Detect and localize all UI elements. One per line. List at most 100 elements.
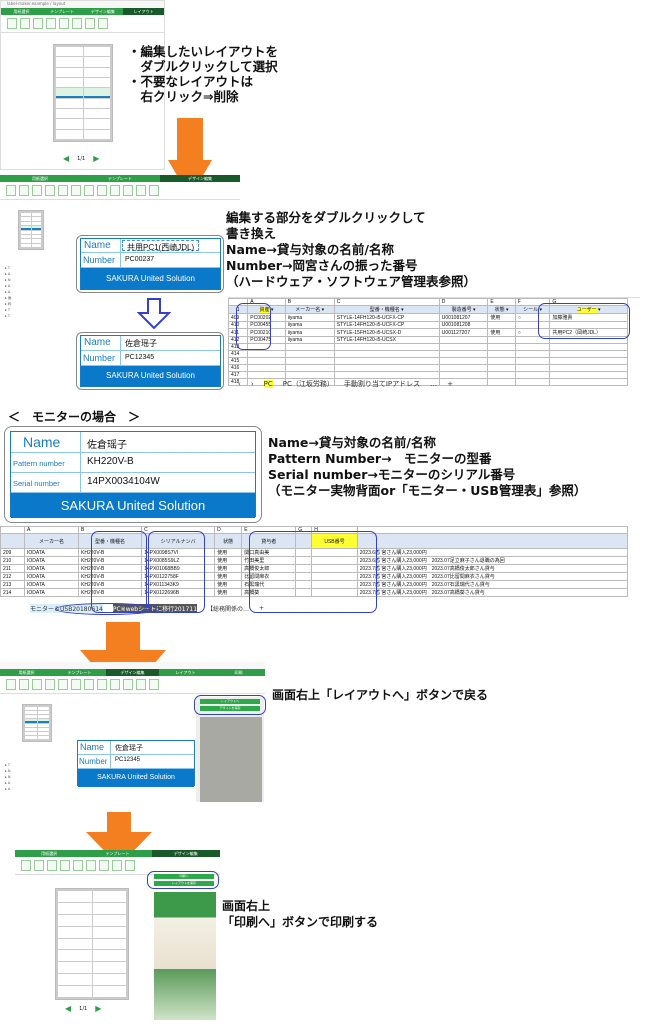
tool-icon[interactable] (86, 860, 96, 871)
tool-icon[interactable] (110, 679, 120, 690)
tool-icon[interactable] (20, 18, 30, 29)
tool-icon[interactable] (45, 679, 55, 690)
tool-icon[interactable] (46, 18, 56, 29)
tool-icon[interactable] (32, 185, 42, 196)
save-design-button[interactable]: デザインを保存 (200, 706, 260, 711)
nav-step[interactable]: テンプレート (108, 176, 132, 181)
tool-icon[interactable] (97, 679, 107, 690)
next-page-icon[interactable]: ▶ (95, 1004, 102, 1013)
name-value[interactable]: 共用PC1(西崎JDL) (122, 240, 200, 252)
tool-icon[interactable] (6, 679, 16, 690)
tool-icon[interactable] (97, 185, 107, 196)
name-value[interactable]: 佐倉瑶子 (115, 745, 143, 752)
sheet-tab[interactable]: + (259, 605, 265, 612)
tool-icon[interactable] (58, 679, 68, 690)
pattern-value[interactable]: KH220V-B (87, 456, 134, 467)
column-header[interactable]: 型番・機種名 ▾ (333, 305, 440, 314)
tool-icon[interactable] (7, 18, 17, 29)
nav-step[interactable]: 用紙選択 (13, 9, 30, 14)
prev-page-icon[interactable]: ◀ (65, 1004, 72, 1013)
label-sheet[interactable] (55, 888, 129, 1000)
tool-icon[interactable] (33, 18, 43, 29)
nav-step[interactable]: 用紙選択 (32, 176, 48, 181)
tool-icon[interactable] (19, 679, 29, 690)
tool-icon[interactable] (125, 860, 135, 871)
sheet-tab[interactable]: PC (263, 380, 273, 388)
column-header[interactable]: メーカー名 (24, 533, 80, 549)
nav-step[interactable]: テンプレート (67, 670, 92, 675)
column-header[interactable]: 状態 ▾ (487, 305, 516, 314)
nav-step-current[interactable]: デザイン編集 (151, 850, 220, 857)
nav-step-current[interactable]: デザイン編集 (106, 669, 159, 676)
tool-icon[interactable] (59, 18, 69, 29)
tool-icon[interactable] (84, 679, 94, 690)
address-bar[interactable]: label-maker.example / layout (1, 1, 164, 8)
column-header[interactable] (0, 533, 26, 549)
tool-icon[interactable] (58, 185, 68, 196)
number-value[interactable]: PC12345 (125, 354, 155, 361)
tool-icon[interactable] (136, 679, 146, 690)
next-page-icon[interactable]: ▶ (93, 154, 100, 163)
column-header[interactable]: 製造番号 ▾ (438, 305, 489, 314)
sheet-tab[interactable]: 手動割り当てIPアドレス (343, 380, 421, 388)
nav-step-current[interactable]: レイアウト (123, 8, 164, 15)
object-tree[interactable]: ▸ T▸ A▸ N▸ A▸ A▸ 画▸ 枠▸ T▸ T (5, 266, 12, 318)
serial-value[interactable]: 14PX0034104W (87, 476, 160, 487)
nav-step[interactable]: テンプレート (105, 851, 130, 856)
tool-icon[interactable] (6, 185, 16, 196)
tool-icon[interactable] (47, 860, 57, 871)
address-bar[interactable] (0, 662, 265, 669)
tool-icon[interactable] (45, 185, 55, 196)
tool-icon[interactable] (72, 18, 82, 29)
nav-step[interactable]: テンプレート (50, 9, 75, 14)
tool-icon[interactable] (110, 185, 120, 196)
name-value[interactable]: 佐倉瑶子 (125, 339, 157, 348)
sheet-tab[interactable]: … (430, 380, 438, 388)
tool-icon[interactable] (21, 860, 31, 871)
tool-icon[interactable] (85, 18, 95, 29)
tool-icon[interactable] (60, 860, 70, 871)
prev-page-icon[interactable]: ◀ (63, 154, 70, 163)
tool-icon[interactable] (34, 860, 44, 871)
thumbnail-sheet[interactable] (18, 210, 44, 250)
nav-step[interactable]: レイアウト (175, 670, 196, 675)
to-layout-button[interactable]: レイアウトへ (200, 699, 260, 704)
tool-icon[interactable] (98, 18, 108, 29)
sheet-tab[interactable]: + (447, 380, 454, 388)
name-value[interactable]: 佐倉瑶子 (87, 440, 127, 451)
sheet-tab[interactable]: PC（江坂労務） (282, 380, 334, 388)
column-header[interactable]: メーカー名 ▾ (284, 305, 335, 314)
tool-icon[interactable] (71, 679, 81, 690)
nav-step[interactable]: 用紙選択 (18, 670, 35, 675)
tool-icon[interactable] (136, 185, 146, 196)
sheet-tab[interactable]: 【総務関係の… (207, 606, 250, 613)
nav-step[interactable]: 用紙選択 (41, 851, 58, 856)
number-value[interactable]: PC12345 (115, 757, 141, 763)
label-sheet[interactable] (53, 44, 113, 142)
object-tree[interactable]: ▸ T▸ N▸ N▸ A▸ A (5, 763, 11, 791)
column-header[interactable]: 状態 (214, 533, 243, 549)
tool-icon[interactable] (149, 679, 159, 690)
tool-icon[interactable] (84, 185, 94, 196)
tool-icon[interactable] (71, 185, 81, 196)
nav-step[interactable]: デザイン編集 (90, 9, 115, 14)
to-print-button[interactable]: 印刷へ (154, 874, 214, 879)
tool-icon[interactable] (32, 679, 42, 690)
tool-icon[interactable] (19, 185, 29, 196)
nav-step-current[interactable]: デザイン編集 (160, 175, 240, 182)
tool-icon[interactable] (123, 185, 133, 196)
tool-icon[interactable] (123, 679, 133, 690)
thumbnail-sheet[interactable] (22, 704, 52, 742)
column-header[interactable] (356, 533, 629, 549)
nav-step[interactable]: 印刷 (234, 670, 243, 675)
tool-icon[interactable] (112, 860, 122, 871)
save-layout-button[interactable]: レイアウトを保存 (154, 881, 214, 886)
number-value[interactable]: PC00237 (125, 256, 155, 263)
column-header[interactable]: USB番号 (311, 533, 358, 549)
tool-icon[interactable] (149, 185, 159, 196)
tool-icon[interactable] (99, 860, 109, 871)
